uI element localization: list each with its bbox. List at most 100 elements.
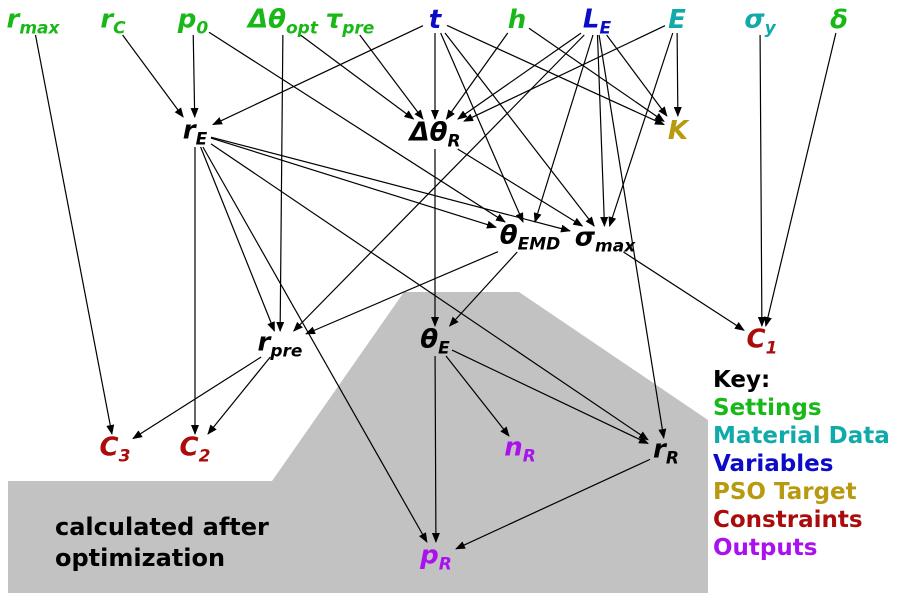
edge-t-to-K <box>446 24 665 126</box>
node-subscript: max <box>595 236 636 257</box>
node-l-e: LE <box>583 7 611 38</box>
node-e: E <box>668 7 686 33</box>
edge-L_E-to-s_max <box>596 34 609 227</box>
edge-th_E-to-n_R <box>445 355 510 437</box>
node-r-max: rmax <box>7 7 60 38</box>
post-optimization-label: calculated after optimization <box>55 512 269 574</box>
node-subscript: R <box>447 131 461 152</box>
node-subscript: R <box>665 448 679 469</box>
node-subscript: pre <box>270 341 303 362</box>
edge-L_E-to-th_EMD <box>533 34 594 223</box>
legend-pso-target: PSO Target <box>713 479 857 505</box>
node-p-r: pR <box>420 543 452 574</box>
node-subscript: pre <box>342 18 375 39</box>
node-symbol: r <box>653 434 666 465</box>
node-subscript: 1 <box>765 338 778 359</box>
edge-tau_pre-to-dth_R <box>359 34 424 120</box>
legend-material-data: Material Data <box>713 423 890 449</box>
edge-h-to-K <box>528 27 665 122</box>
node-k: K <box>668 118 688 144</box>
node-subscript: opt <box>286 18 318 39</box>
edge-h-to-dth_R <box>445 32 509 120</box>
edge-E-to-dth_R <box>463 25 666 122</box>
edge-layer <box>34 24 837 550</box>
node-t: t <box>429 7 441 33</box>
node-subscript: E <box>599 18 612 39</box>
node-symbol: θ <box>499 220 518 251</box>
edge-dth_opt-to-r_pre <box>276 34 285 332</box>
node-symbol: C <box>746 324 766 355</box>
node-symbol: r <box>182 115 196 146</box>
node-r-r: rR <box>653 437 679 468</box>
edge-t-to-s_max <box>444 32 595 227</box>
edge-r_C-to-r_E <box>122 34 184 118</box>
edge-p_0-to-r_E <box>190 34 199 118</box>
edge-th_E-to-p_R <box>431 355 440 543</box>
post-optimization-label-line1: calculated after <box>55 513 269 541</box>
node-symbol: t <box>428 5 442 35</box>
legend-settings: Settings <box>713 395 822 421</box>
node-symbol: σ <box>574 222 596 253</box>
edge-t-to-th_EMD <box>440 32 524 223</box>
node-r-pre: rpre <box>258 330 303 361</box>
edge-r_R-to-p_R <box>455 458 651 550</box>
node-symbol: Δθ <box>409 117 448 148</box>
node-symbol: E <box>668 5 686 35</box>
node-dth-r: ΔθR <box>409 120 460 151</box>
legend-outputs: Outputs <box>713 535 818 561</box>
edge-sigma_y-to-C1 <box>757 34 766 327</box>
node-c2: C2 <box>180 435 211 466</box>
node-subscript: 0 <box>196 18 209 39</box>
node-subscript: C <box>113 18 126 39</box>
node-symbol: r <box>100 4 114 35</box>
node-subscript: 2 <box>198 446 211 467</box>
node-subscript: 3 <box>118 446 131 467</box>
post-optimization-label-line2: optimization <box>55 544 226 572</box>
edge-t-to-r_E <box>212 25 424 126</box>
legend-title: Key: <box>713 367 771 393</box>
edge-delta-to-C1 <box>764 32 837 327</box>
edge-r_pre-to-C3 <box>132 356 262 440</box>
node-symbol: θ <box>420 324 439 355</box>
node-h: h <box>508 7 527 33</box>
node-symbol: σ <box>744 4 765 35</box>
edge-th_EMD-to-r_pre <box>305 251 499 335</box>
edge-L_E-to-r_R <box>598 34 667 439</box>
edge-th_EMD-to-th_E <box>448 251 518 327</box>
node-r-e: rE <box>183 118 207 149</box>
edge-L_E-to-K <box>606 34 668 117</box>
legend-variables: Variables <box>713 451 834 477</box>
node-symbol: n <box>504 432 523 463</box>
node-subscript: E <box>195 129 208 150</box>
node-symbol: δ <box>830 5 848 35</box>
node-th-e: θE <box>420 327 450 358</box>
edge-r_pre-to-C2 <box>207 356 271 435</box>
node-tau-pre: τpre <box>326 7 375 38</box>
node-n-r: nR <box>504 435 536 466</box>
edge-dth_R-to-s_max <box>457 148 584 227</box>
node-symbol: L <box>582 4 600 35</box>
node-delta: δ <box>830 7 848 33</box>
edge-E-to-K <box>673 32 682 117</box>
node-symbol: p <box>177 4 197 35</box>
edge-r_E-to-s_max <box>210 136 571 233</box>
node-symbol: K <box>667 116 689 146</box>
node-subscript: y <box>764 18 776 39</box>
edge-s_max-to-C1 <box>623 251 745 331</box>
node-s-max: σmax <box>575 225 635 256</box>
post-optimization-region <box>8 292 708 593</box>
node-subscript: max <box>19 18 60 39</box>
node-subscript: R <box>522 446 536 467</box>
node-symbol: r <box>6 4 20 35</box>
node-p-0: p0 <box>178 7 208 38</box>
edge-dth_opt-to-dth_R <box>300 34 415 120</box>
node-subscript: E <box>438 338 450 359</box>
node-r-c: rC <box>100 7 125 38</box>
edge-r_E-to-p_R <box>202 146 428 543</box>
node-symbol: r <box>257 327 271 358</box>
edge-r_E-to-th_EMD <box>210 137 497 229</box>
node-symbol: Δθ <box>248 4 286 35</box>
node-symbol: τ <box>325 4 343 35</box>
node-symbol: h <box>507 5 527 35</box>
edge-L_E-to-dth_R <box>457 32 582 120</box>
